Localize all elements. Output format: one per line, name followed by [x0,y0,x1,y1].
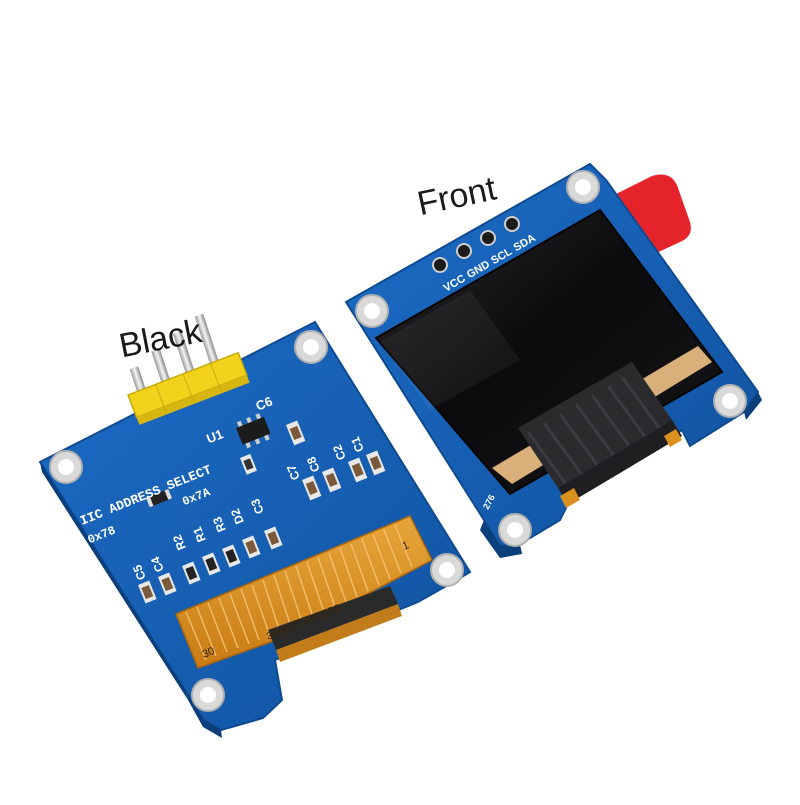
r1-label-group: R1 [190,524,209,544]
front-flex-area [492,346,712,508]
r2-label-group: R2 [170,532,189,552]
c6-label: C6 [254,393,275,413]
r3-label: R3 [210,514,229,534]
c7-label-group: C7 [284,462,303,482]
c8-label: C8 [304,454,323,474]
c4-label-group: C4 [148,554,167,574]
u1-chip [236,413,271,449]
c2-label-group: C2 [330,442,349,462]
flex-pin-1: 1 [401,539,411,552]
flex-pin30-group: 30 [201,645,217,661]
smd-components [138,420,386,604]
back-mounting-holes [49,330,464,712]
flex-pin-30: 30 [201,645,217,661]
front-pin-holes [432,216,520,273]
oled-screen [374,208,724,496]
c8-label-group: C8 [304,454,323,474]
r3-label-group: R3 [210,514,229,534]
r1-label: R1 [190,524,209,544]
front-module: VCC GND SCL SDA 276 [344,162,762,558]
c2-label: C2 [330,442,349,462]
c7-label: C7 [284,462,303,482]
back-module: IIC ADDRESS SELECT 0x78 0x7A U1 C6 C5 C4… [38,313,472,738]
c5-label: C5 [130,562,149,582]
c4-label: C4 [148,554,167,574]
back-flex-cable [175,515,433,669]
flex-pin1-group: 1 [401,539,411,552]
c3-label-group: C3 [248,496,267,516]
back-left-component-labels: C5 [130,562,149,582]
u1-label: U1 [204,426,225,446]
pin-header [127,351,250,425]
c1-label-group: C1 [348,434,367,454]
d2-label: D2 [228,506,247,526]
protective-tab [612,174,691,256]
d2-label-group: D2 [228,506,247,526]
r2-label: R2 [170,532,189,552]
c3-label: C3 [248,496,267,516]
front-mounting-holes [355,170,747,547]
c1-label: C1 [348,434,367,454]
